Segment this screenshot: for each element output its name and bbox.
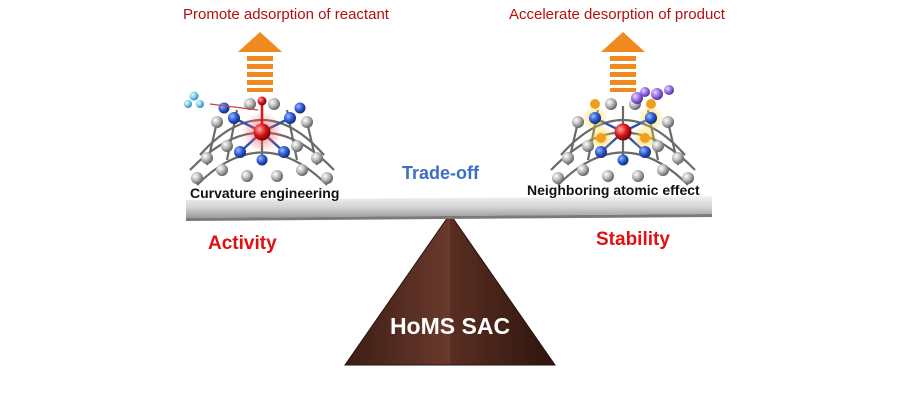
up-arrow-icon [601,32,645,92]
stability-label: Stability [596,229,670,250]
neighboring-atomic-effect-label: Neighboring atomic effect [527,182,700,198]
fulcrum-pyramid [344,213,556,366]
up-arrow-icon [238,32,282,92]
right-caption: Accelerate desorption of product [509,6,725,23]
balance-beam [186,196,712,221]
trade-off-label: Trade-off [402,163,480,183]
curvature-engineering-label: Curvature engineering [190,185,340,201]
curved-lattice-molecule-icon [550,85,696,186]
left-caption: Promote adsorption of reactant [183,6,389,23]
curved-lattice-molecule-icon [184,91,335,186]
homs-sac-label: HoMS SAC [389,313,511,339]
activity-label: Activity [208,233,277,254]
